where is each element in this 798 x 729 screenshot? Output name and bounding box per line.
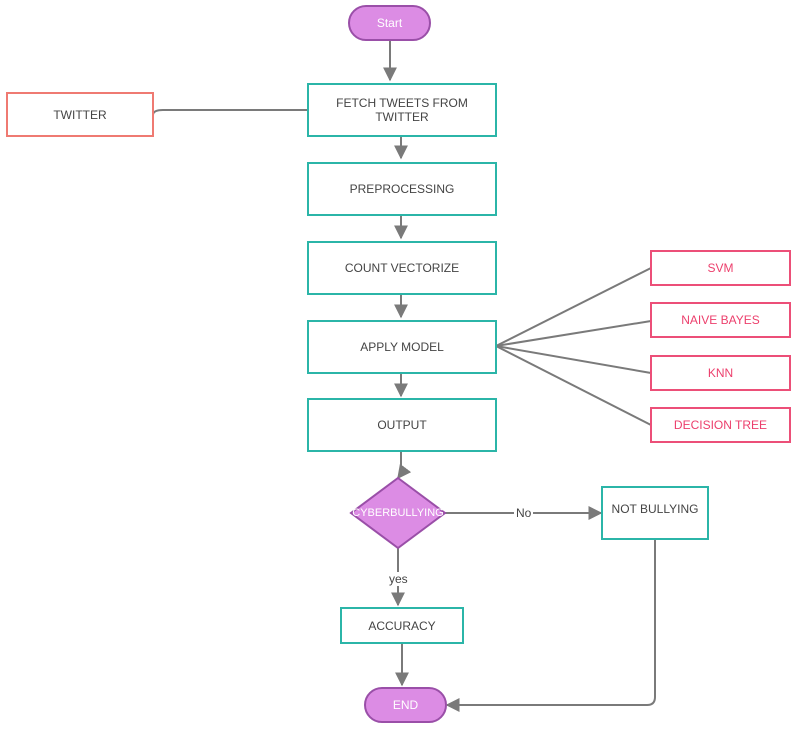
edge-apply-naive-bayes (495, 320, 652, 347)
start-terminal: Start (348, 5, 431, 41)
edge-apply-decision-tree (495, 345, 652, 426)
cyberbullying-decision-label: CYBERBULLYING (352, 507, 444, 519)
model-svm-box: SVM (650, 250, 791, 286)
preprocessing-box: PREPROCESSING (307, 162, 497, 216)
edge-apply-knn (495, 345, 652, 374)
not-bullying-box: NOT BULLYING (601, 486, 709, 540)
count-vectorize-box: COUNT VECTORIZE (307, 241, 497, 295)
model-knn-box: KNN (650, 355, 791, 391)
cyberbullying-decision-shape (349, 476, 447, 550)
edge-label-yes: yes (387, 572, 410, 586)
model-naive-bayes-box: NAIVE BAYES (650, 302, 791, 338)
edge-not-bullying-end (445, 539, 656, 712)
output-box: OUTPUT (307, 398, 497, 452)
edge-twitter-fetch (152, 109, 308, 116)
apply-model-box: APPLY MODEL (307, 320, 497, 374)
edge-label-no: No (514, 506, 534, 520)
edge-apply-svm (495, 267, 652, 347)
accuracy-box: ACCURACY (340, 607, 464, 644)
fetch-tweets-box: FETCH TWEETS FROM TWITTER (307, 83, 497, 137)
edge-output-decision (397, 452, 412, 480)
end-terminal: END (364, 687, 447, 723)
twitter-source-box: TWITTER (6, 92, 154, 137)
model-decision-tree-box: DECISION TREE (650, 407, 791, 443)
